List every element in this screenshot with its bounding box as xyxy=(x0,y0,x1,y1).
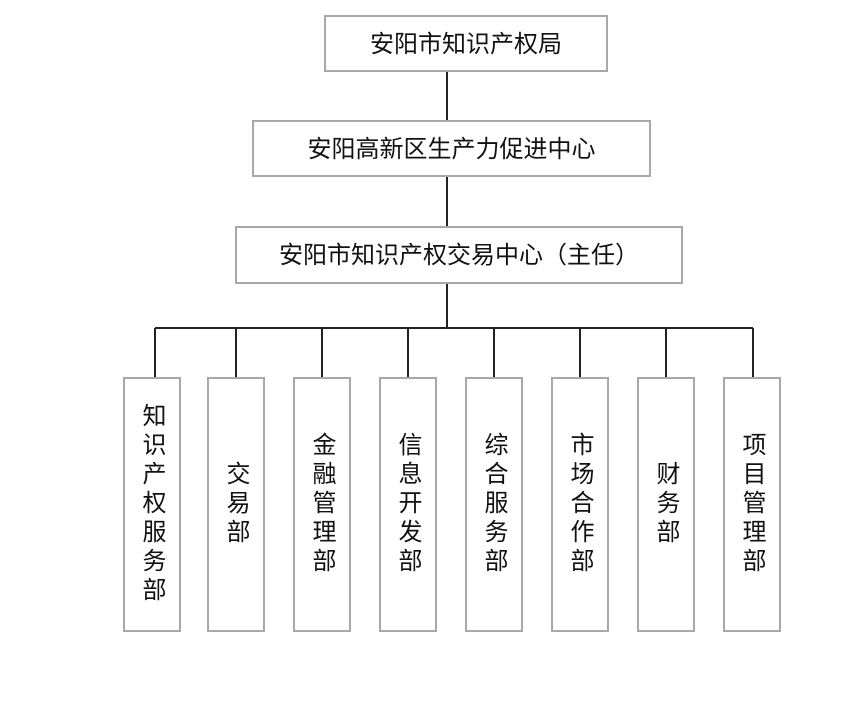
department-label-finance: 财务部 xyxy=(652,461,680,548)
department-box-project-management: 项目管理部 xyxy=(723,377,781,632)
department-box-market-cooperation: 市场合作部 xyxy=(551,377,609,632)
department-label-general-services: 综合服务部 xyxy=(480,432,508,577)
department-box-financial-management: 金融管理部 xyxy=(293,377,351,632)
department-box-trading: 交易部 xyxy=(207,377,265,632)
department-box-ip-services: 知识产权服务部 xyxy=(123,377,181,632)
department-box-information-development: 信息开发部 xyxy=(379,377,437,632)
department-label-project-management: 项目管理部 xyxy=(738,432,766,577)
bureau-label: 安阳市知识产权局 xyxy=(370,29,562,58)
department-label-financial-management: 金融管理部 xyxy=(308,432,336,577)
exchange-center-box: 安阳市知识产权交易中心（主任） xyxy=(235,226,683,284)
exchange-center-label: 安阳市知识产权交易中心（主任） xyxy=(279,241,639,269)
productivity-center-label: 安阳高新区生产力促进中心 xyxy=(307,134,596,163)
bureau-box: 安阳市知识产权局 xyxy=(324,15,608,72)
department-box-finance: 财务部 xyxy=(637,377,695,632)
department-label-ip-services: 知识产权服务部 xyxy=(138,403,166,606)
department-label-information-development: 信息开发部 xyxy=(394,432,422,577)
department-label-market-cooperation: 市场合作部 xyxy=(566,432,594,577)
department-box-general-services: 综合服务部 xyxy=(465,377,523,632)
productivity-center-box: 安阳高新区生产力促进中心 xyxy=(252,120,651,177)
department-label-trading: 交易部 xyxy=(222,461,250,548)
